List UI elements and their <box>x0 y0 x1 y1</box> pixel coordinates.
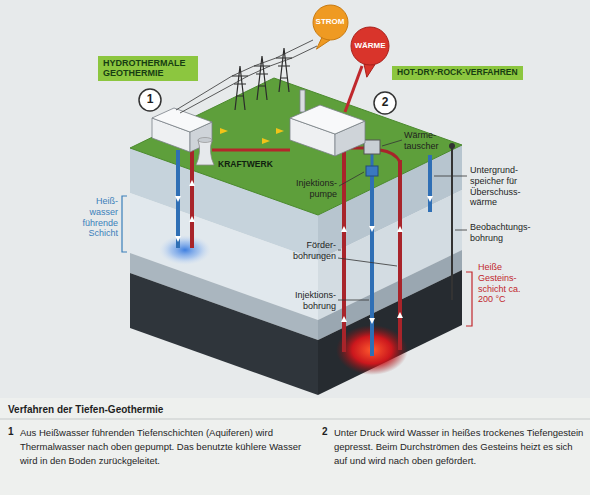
flow-arrow <box>341 316 347 322</box>
callout-circle <box>374 92 396 114</box>
cooling-tower <box>198 138 212 143</box>
flow-arrow <box>175 196 181 202</box>
component-label: Untergrund- speicher für Überschuss- wär… <box>470 165 548 208</box>
callout-number: 1 <box>8 426 14 438</box>
layer-bracket <box>466 272 472 326</box>
well-head <box>449 143 455 149</box>
power-pylon <box>276 48 292 92</box>
callout-number: 1 <box>138 88 162 112</box>
flow-arrow <box>341 226 347 232</box>
leader-line <box>338 250 341 251</box>
energy-arrow <box>220 128 228 134</box>
flow-arrow <box>369 318 375 324</box>
energy-arrow <box>262 138 270 144</box>
node-text: 1 <box>147 93 154 106</box>
bubble-circle <box>313 5 348 40</box>
node-text: WÄRME <box>354 42 385 51</box>
power-plant <box>290 105 365 134</box>
heat-line <box>345 66 362 112</box>
hot-water-zone <box>159 235 211 265</box>
callout-circle <box>139 89 161 111</box>
node-text: 2 <box>382 96 389 109</box>
leader-line <box>382 140 402 146</box>
node-text: HOT-DRY-ROCK-VERFAHREN <box>397 68 518 78</box>
flow-arrow <box>189 180 195 186</box>
layer-bracket <box>122 196 127 252</box>
flow-arrow <box>189 216 195 222</box>
component-label: Beobachtungs- bohrung <box>470 222 548 244</box>
leader-line <box>455 230 467 231</box>
chimney <box>300 90 305 112</box>
component-label: Wärme- tauscher <box>404 130 456 152</box>
footer-rule <box>0 419 590 420</box>
method-heading: HOT-DRY-ROCK-VERFAHREN <box>392 66 523 80</box>
flow-arrow <box>369 226 375 232</box>
speech-bubble: WÄRME <box>350 26 390 66</box>
diagram-title: Verfahren der Tiefen-Geothermie <box>8 404 163 415</box>
flow-arrow <box>427 196 433 202</box>
footer-panel <box>0 398 590 495</box>
component-label: Injektions- bohrung <box>278 290 336 312</box>
flow-arrow <box>175 236 181 242</box>
node-text: HYDROTHERMALE GEOTHERMIE <box>103 58 193 79</box>
component-label: KRAFTWERK <box>218 159 273 169</box>
power-wire <box>180 46 317 113</box>
production-well <box>342 150 346 352</box>
observation-well <box>451 148 453 300</box>
production-well <box>398 160 402 350</box>
flow-arrow <box>397 312 403 318</box>
injection-well <box>370 168 374 356</box>
energy-arrow <box>276 128 284 134</box>
leader-line <box>338 300 369 301</box>
injection-pump <box>366 166 378 176</box>
cooling-tower <box>196 140 214 165</box>
heat-line <box>212 149 290 152</box>
flow-arrow <box>397 226 403 232</box>
callout-number: 2 <box>322 426 328 438</box>
layer-label: Heiß- wasser führende Schicht <box>72 196 118 239</box>
hot-pipe <box>380 150 400 162</box>
deep-rock-layer <box>130 273 318 395</box>
layer-label: Heiße Gesteins- schicht ca. 200 °C <box>478 262 536 305</box>
bubble-tail <box>364 64 375 77</box>
component-label: Injektions- pumpe <box>280 178 337 200</box>
production-pipe <box>190 150 194 248</box>
storage-pipe <box>428 155 432 212</box>
power-pylon <box>254 56 270 100</box>
node-text: STROM <box>316 18 345 27</box>
speech-bubble: STROM <box>312 4 349 41</box>
heat-exchanger <box>364 140 380 154</box>
leader-line <box>339 172 364 186</box>
leader-line <box>434 176 467 177</box>
injection-pipe <box>176 150 180 248</box>
deep-rock-layer <box>318 270 462 395</box>
callout-number: 2 <box>373 91 397 115</box>
leader-line <box>338 258 397 266</box>
component-label: Förder- bohrungen <box>278 240 336 262</box>
method-heading: HYDROTHERMALE GEOTHERMIE <box>98 56 198 81</box>
description-text: Aus Heißwasser führenden Tiefenschichten… <box>20 426 310 467</box>
description-text: Unter Druck wird Wasser in heißes trocke… <box>334 426 584 467</box>
bubble-circle <box>351 27 389 65</box>
